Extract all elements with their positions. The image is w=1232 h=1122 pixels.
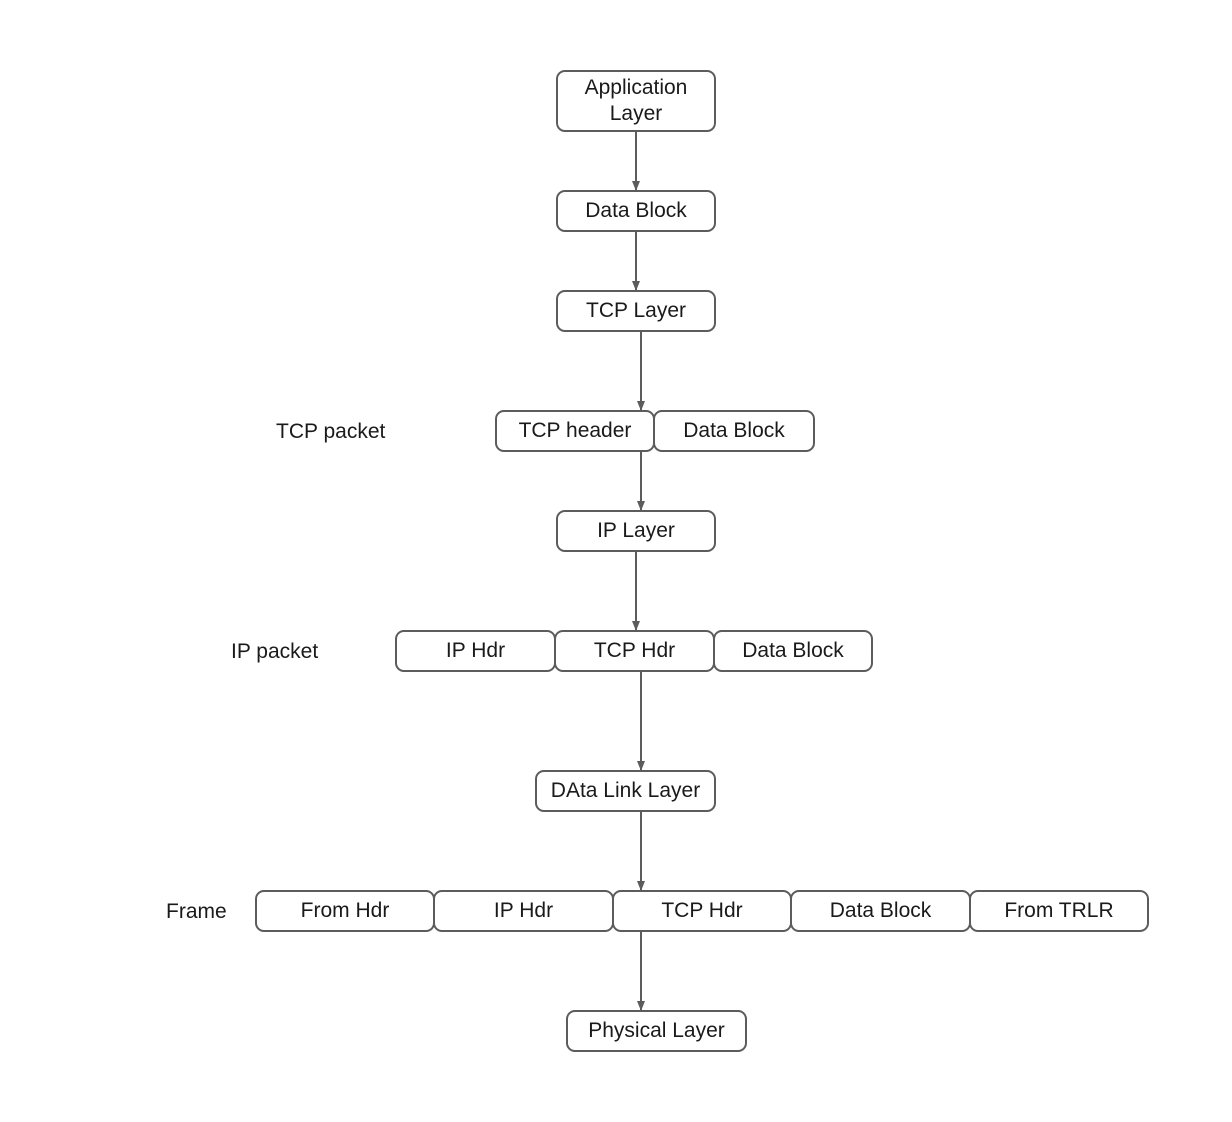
- segment-tcp-packet-0[interactable]: TCP header: [495, 410, 655, 452]
- segment-ip-packet-1[interactable]: TCP Hdr: [554, 630, 715, 672]
- row-label-tcp-packet: TCP packet: [276, 420, 386, 443]
- node-data-link-layer[interactable]: DAta Link Layer: [535, 770, 716, 812]
- segment-frame-0[interactable]: From Hdr: [255, 890, 435, 932]
- segment-ip-packet-0[interactable]: IP Hdr: [395, 630, 556, 672]
- segment-frame-3[interactable]: Data Block: [790, 890, 971, 932]
- segment-tcp-packet-1[interactable]: Data Block: [653, 410, 815, 452]
- segment-frame-1[interactable]: IP Hdr: [433, 890, 614, 932]
- row-label-frame: Frame: [166, 900, 227, 923]
- node-application-layer[interactable]: Application Layer: [556, 70, 716, 132]
- row-label-ip-packet: IP packet: [231, 640, 319, 663]
- node-physical-layer[interactable]: Physical Layer: [566, 1010, 747, 1052]
- node-tcp-layer[interactable]: TCP Layer: [556, 290, 716, 332]
- segment-frame-2[interactable]: TCP Hdr: [612, 890, 792, 932]
- segment-frame-4[interactable]: From TRLR: [969, 890, 1149, 932]
- segment-ip-packet-2[interactable]: Data Block: [713, 630, 873, 672]
- node-ip-layer[interactable]: IP Layer: [556, 510, 716, 552]
- node-data-block-top[interactable]: Data Block: [556, 190, 716, 232]
